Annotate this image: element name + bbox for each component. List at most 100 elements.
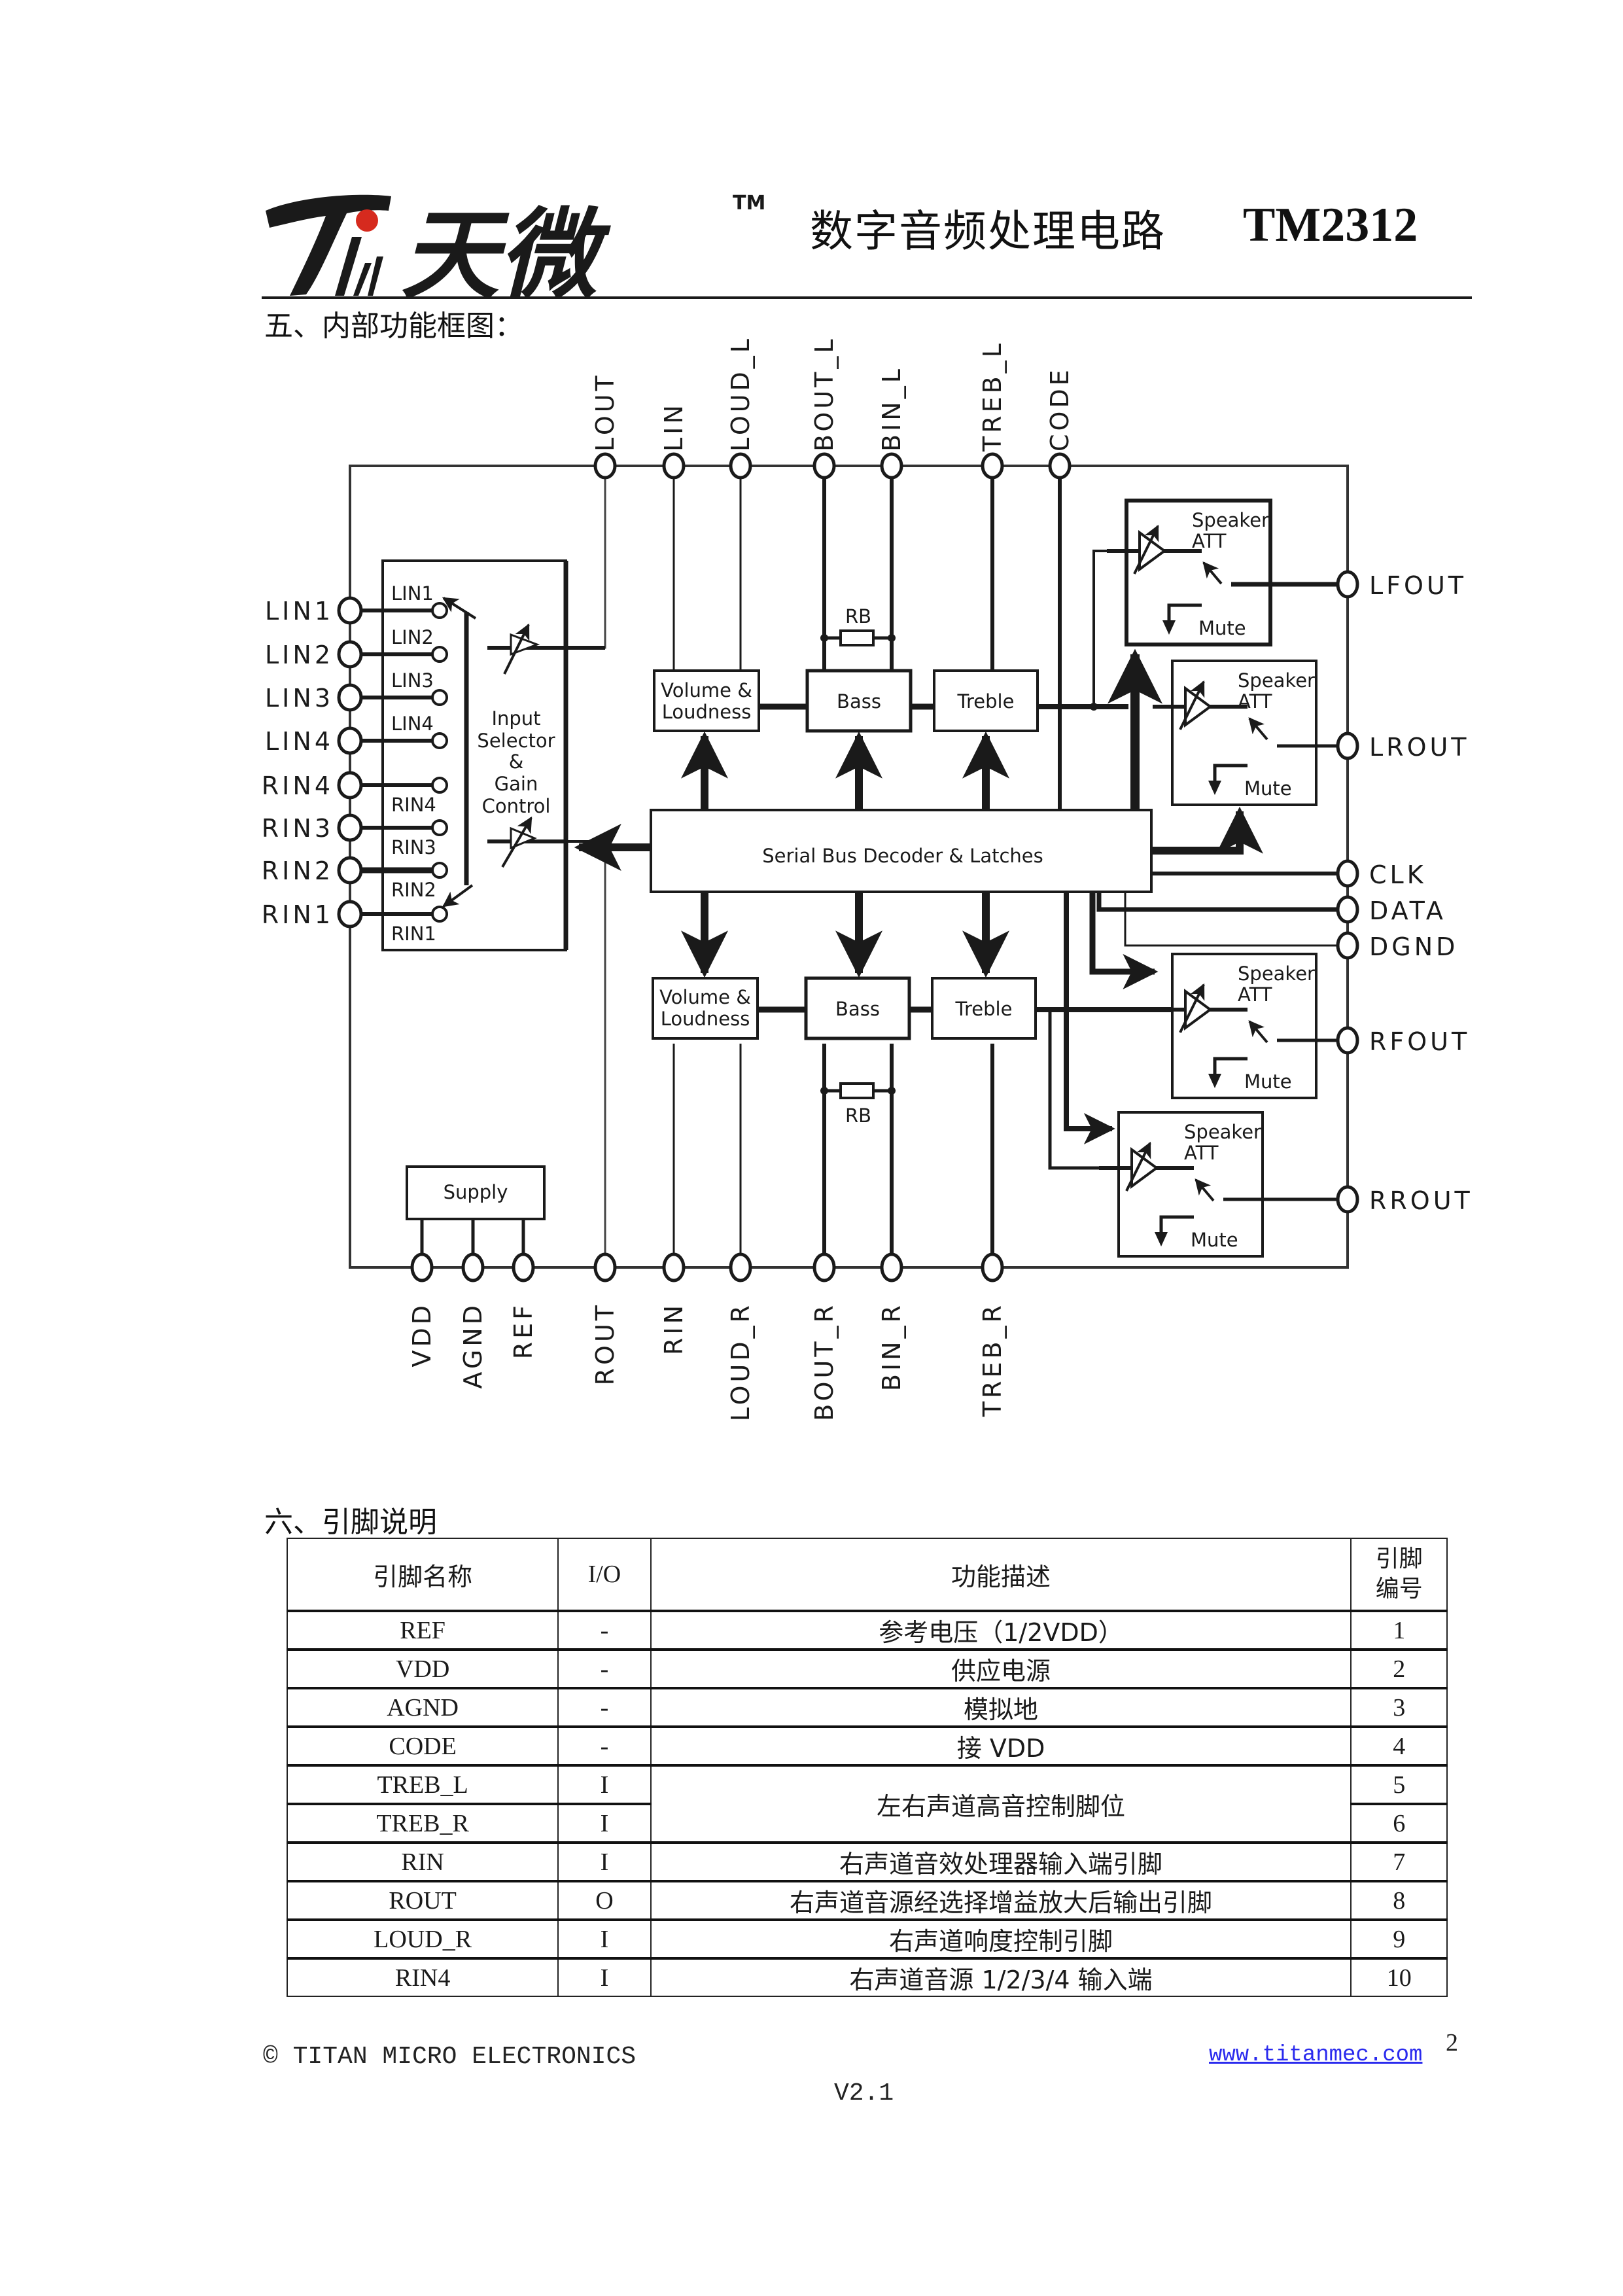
selector-input-label: LIN1 xyxy=(391,582,434,605)
cell-num: 9 xyxy=(1350,1918,1448,1959)
mute-label: Mute xyxy=(1191,1229,1238,1251)
treble-block xyxy=(933,669,1039,732)
bass-label: Bass xyxy=(837,690,881,713)
selector-contact-icon xyxy=(431,906,448,923)
cell-num: 1 xyxy=(1350,1610,1448,1650)
website-link[interactable]: www.titanmec.com xyxy=(1209,2043,1423,2068)
header-pin-number: 引脚编号 xyxy=(1350,1538,1448,1612)
pin-label-right: DATA xyxy=(1369,896,1446,925)
section-title-block-diagram: 五、内部功能框图： xyxy=(264,309,523,343)
logo-letter-i xyxy=(335,237,362,296)
top-pin-wires xyxy=(523,474,1062,815)
cell-num: 6 xyxy=(1350,1803,1448,1843)
header-description: 功能描述 xyxy=(650,1538,1352,1612)
resistor-label: RB xyxy=(845,605,871,627)
pin-terminal-icon xyxy=(337,813,363,842)
header-line: 编号 xyxy=(1375,1576,1423,1602)
selector-input-label: RIN3 xyxy=(391,836,436,858)
cell-desc: 右声道音源经选择增益放大后输出引脚 xyxy=(650,1880,1352,1920)
cell-io: I xyxy=(557,1764,652,1805)
copyright: © TITAN MICRO ELECTRONICS xyxy=(263,2043,637,2071)
logo-chinese: 天微 xyxy=(401,199,611,299)
amplifier-icon xyxy=(487,816,566,868)
cell-name: RIN4 xyxy=(286,1957,559,1997)
cell-num: 2 xyxy=(1350,1648,1448,1689)
cell-name: VDD xyxy=(286,1648,559,1689)
pin-terminal-icon xyxy=(1336,895,1359,924)
pin-terminal-icon xyxy=(512,1252,535,1282)
pin-terminal-icon xyxy=(662,452,686,480)
pin-terminal-icon xyxy=(1336,570,1359,599)
bass-label: Bass xyxy=(835,998,880,1020)
pin-label-left: RIN4 xyxy=(262,771,334,800)
cell-name: AGND xyxy=(286,1687,559,1727)
resistor-rb-right: RB xyxy=(820,1082,896,1127)
pin-label-top: LOUD_L xyxy=(726,336,755,451)
table-header-row: 引脚名称 I/O 功能描述 引脚编号 xyxy=(286,1538,1448,1612)
selector-input-label: LIN3 xyxy=(391,669,434,692)
pin-label-top: BOUT_L xyxy=(810,336,839,451)
selector-contact-icon xyxy=(431,819,448,836)
left-channel-chain: Volume & Loudness Bass Treble xyxy=(653,669,1128,810)
pin-terminal-icon xyxy=(812,452,836,480)
att-label: ATT xyxy=(1238,690,1272,713)
speaker-label: Speaker xyxy=(1192,509,1269,531)
selector-contact-icon xyxy=(431,689,448,706)
pin-terminal-icon xyxy=(1336,1185,1359,1214)
cell-num: 7 xyxy=(1350,1841,1448,1882)
pin-label-top: LOUT xyxy=(591,372,620,451)
pin-label-left: LIN3 xyxy=(265,684,334,713)
pin-terminal-icon xyxy=(812,1252,836,1282)
cell-io: - xyxy=(557,1648,652,1689)
pin-label-left: RIN2 xyxy=(262,857,334,885)
mute-ground-icon xyxy=(1208,781,1221,795)
pin-label-bottom: VDD xyxy=(408,1302,436,1368)
table-row: REF-参考电压（1/2VDD）1 xyxy=(286,1610,1448,1650)
pin-terminal-icon xyxy=(1048,452,1072,480)
switch-arrow-icon xyxy=(1248,717,1268,741)
resistor-rb-left: RB xyxy=(820,605,896,646)
att-label: ATT xyxy=(1238,983,1272,1006)
pin-label-bottom: ROUT xyxy=(591,1302,620,1385)
treble-label: Treble xyxy=(957,690,1015,713)
bass-block xyxy=(805,669,913,733)
resistor-label: RB xyxy=(845,1104,871,1127)
pin-label-right: LROUT xyxy=(1369,733,1470,762)
amplifier-icon xyxy=(487,623,605,675)
cell-io: I xyxy=(557,1918,652,1959)
bottom-pin-wires xyxy=(420,860,994,1260)
cell-num: 10 xyxy=(1350,1957,1448,1997)
treble-label: Treble xyxy=(955,998,1013,1020)
pin-label-bottom: BIN_R xyxy=(877,1302,906,1391)
pin-label-bottom: AGND xyxy=(459,1302,487,1388)
pin-label-left: LIN4 xyxy=(265,727,334,756)
speaker-label: Speaker xyxy=(1238,669,1315,692)
cell-name: TREB_L xyxy=(286,1764,559,1805)
switch-arrow-icon xyxy=(1195,1178,1215,1202)
selector-label-line: & xyxy=(509,751,524,773)
cell-desc: 右声道响度控制引脚 xyxy=(650,1918,1352,1959)
volume-loudness-block xyxy=(652,977,759,1040)
pin-terminal-icon xyxy=(461,1252,485,1282)
cell-name: RIN xyxy=(286,1841,559,1882)
pin-terminal-icon xyxy=(662,1252,686,1282)
selector-label-line: Gain xyxy=(495,773,538,795)
pin-terminal-icon xyxy=(337,726,363,755)
pin-label-bottom: REF xyxy=(509,1302,538,1359)
mute-ground-icon xyxy=(1162,620,1176,635)
cell-name: LOUD_R xyxy=(286,1918,559,1959)
selector-label-line: Selector xyxy=(477,730,555,752)
serial-bus-decoder-block: Serial Bus Decoder & Latches xyxy=(650,809,1153,893)
pin-terminal-icon xyxy=(337,683,363,712)
cell-name: CODE xyxy=(286,1725,559,1766)
